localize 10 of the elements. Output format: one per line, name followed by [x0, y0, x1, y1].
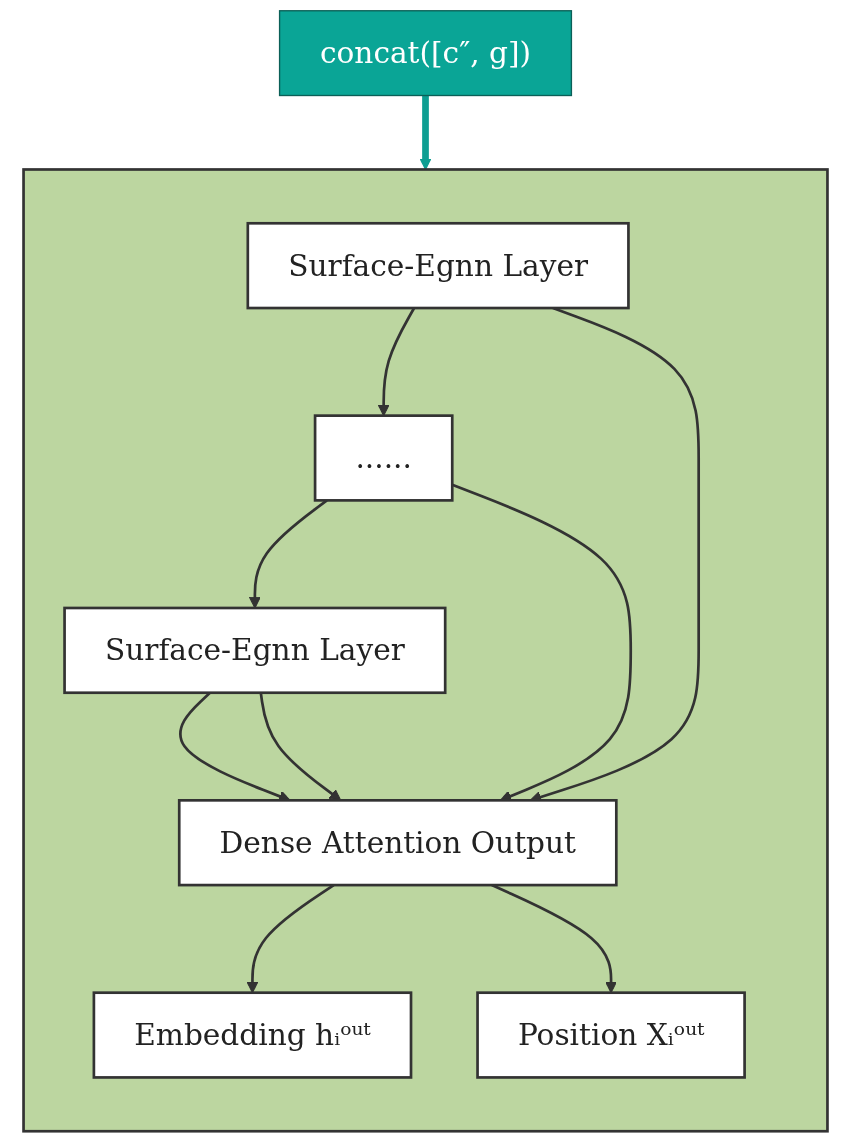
node-box: Surface-Egnn Layer: [246, 221, 630, 310]
arrow: [259, 692, 342, 801]
node-box: Position Xᵢᵒᵘᵗ: [476, 991, 746, 1079]
node-box: Dense Attention Output: [177, 799, 618, 887]
node-box: ......: [313, 414, 454, 502]
node-box: concat([c″, g]): [278, 10, 573, 97]
cluster: [22, 168, 829, 1133]
arrow: [419, 95, 432, 170]
node-box: Embedding hᵢᵒᵘᵗ: [92, 991, 413, 1079]
node-box: Surface-Egnn Layer: [63, 606, 447, 695]
